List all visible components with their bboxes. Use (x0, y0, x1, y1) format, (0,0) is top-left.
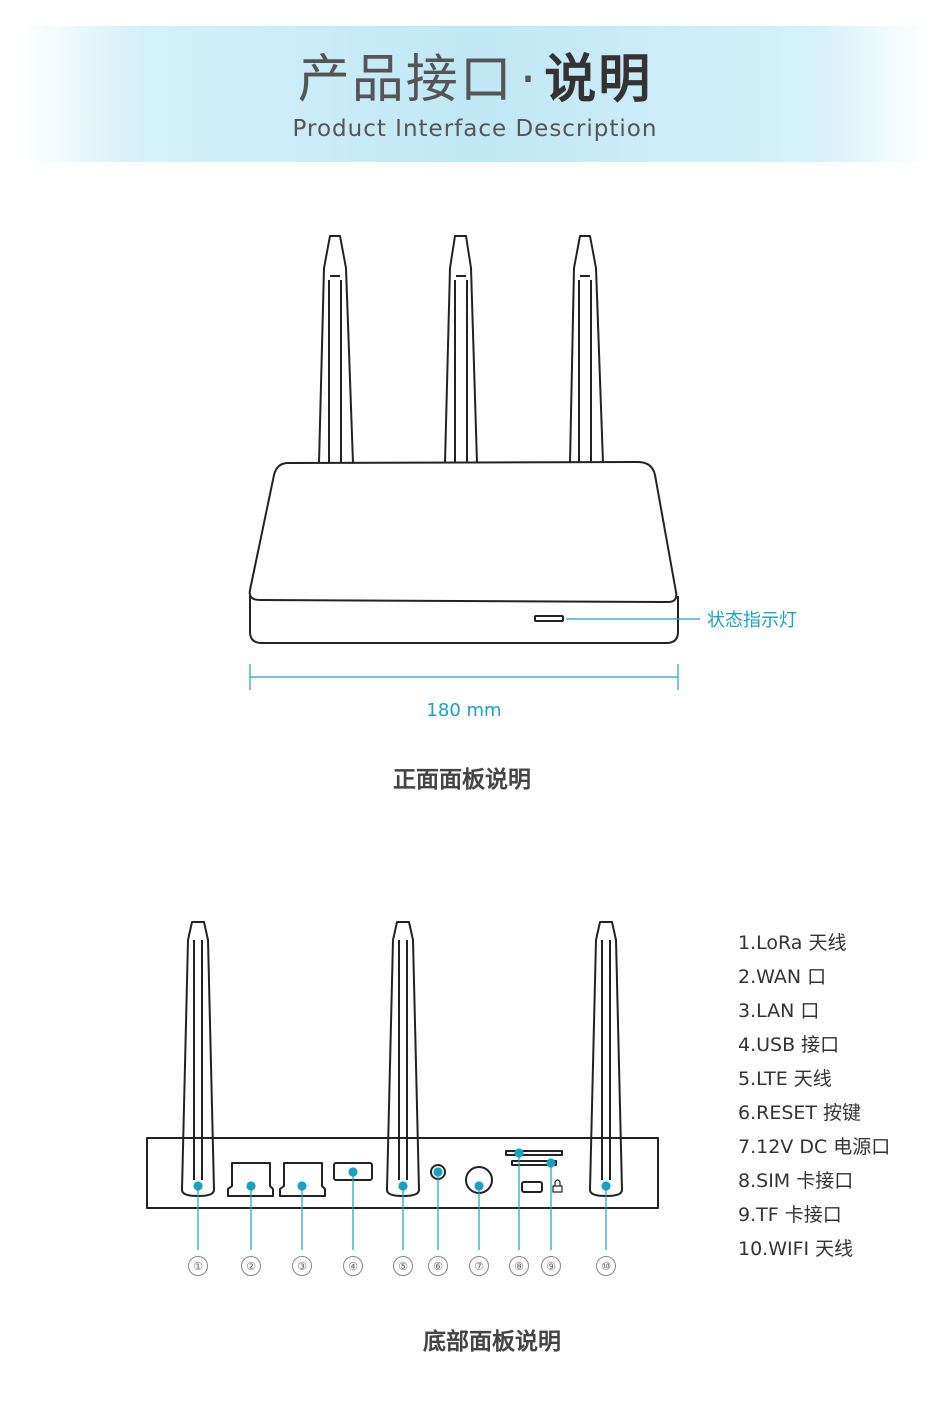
legend-item: 4.USB 接口 (738, 1034, 840, 1056)
tf-slot (511, 1160, 557, 1166)
legend-item: 3.LAN 口 (738, 1000, 820, 1022)
page-title: 产品接口·说明 (0, 48, 950, 112)
dimension-line (249, 664, 679, 690)
front-antenna-2 (444, 235, 478, 464)
port-legend: 1.LoRa 天线 2.WAN 口 3.LAN 口 4.USB 接口 5.LTE… (738, 926, 890, 1266)
port-leaders (193, 1148, 611, 1250)
front-body (248, 461, 679, 644)
port-number-9: ⑨ (541, 1256, 561, 1276)
front-panel-caption: 正面面板说明 (393, 767, 531, 793)
port-number-8: ⑧ (509, 1256, 529, 1276)
port-number-6: ⑥ (428, 1256, 448, 1276)
title-light: 产品接口 (297, 50, 514, 110)
front-antenna-3 (569, 235, 604, 464)
led-label: 状态指示灯 (707, 610, 797, 631)
sim-slot (505, 1150, 563, 1156)
title-bold: 说明 (544, 50, 653, 110)
legend-item: 10.WIFI 天线 (738, 1238, 854, 1260)
port-number-2: ② (241, 1256, 261, 1276)
port-number-3: ③ (292, 1256, 312, 1276)
bottom-antenna-10 (589, 921, 623, 1197)
dimension-label: 180 mm (426, 700, 502, 721)
port-number-10: ⑩ (596, 1256, 616, 1276)
legend-item: 5.LTE 天线 (738, 1068, 832, 1090)
bottom-panel-caption: 底部面板说明 (423, 1329, 561, 1355)
bottom-antenna-5 (386, 921, 420, 1197)
port-number-5: ⑤ (393, 1256, 413, 1276)
legend-item: 6.RESET 按键 (738, 1102, 862, 1124)
wan-port (227, 1162, 274, 1197)
legend-item: 2.WAN 口 (738, 966, 827, 988)
port-number-1: ① (188, 1256, 208, 1276)
bottom-antenna-1 (181, 921, 215, 1197)
page-subtitle: Product Interface Description (292, 116, 658, 142)
legend-item: 1.LoRa 天线 (738, 932, 847, 954)
front-antenna-1 (318, 235, 354, 464)
port-number-4: ④ (343, 1256, 363, 1276)
port-number-7: ⑦ (469, 1256, 489, 1276)
legend-item: 7.12V DC 电源口 (738, 1136, 891, 1158)
lock-icon (552, 1179, 563, 1193)
lan-port (279, 1162, 326, 1197)
legend-item: 8.SIM 卡接口 (738, 1170, 854, 1192)
legend-item: 9.TF 卡接口 (738, 1204, 842, 1226)
header-banner (22, 26, 928, 162)
sd-icon-rect (521, 1181, 543, 1193)
title-dot: · (519, 50, 539, 110)
